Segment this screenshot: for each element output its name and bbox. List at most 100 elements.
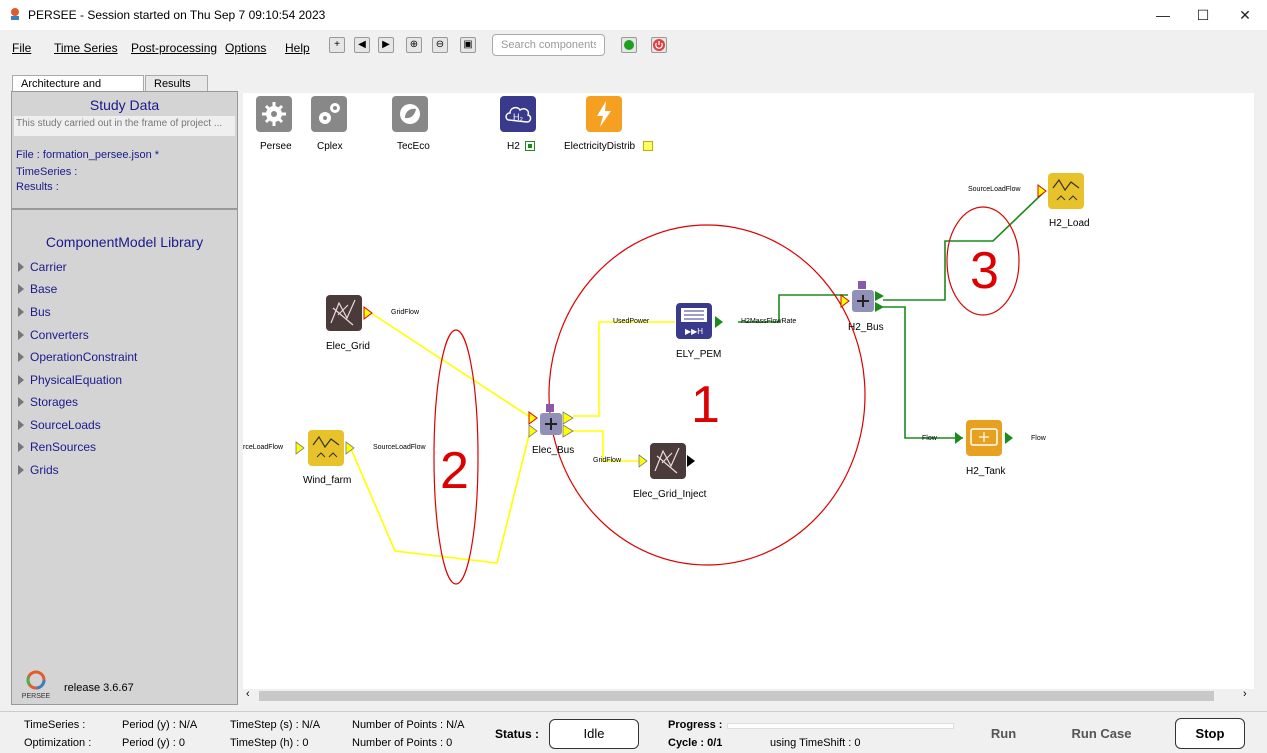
scroll-right-icon[interactable]: › [1243, 688, 1247, 700]
library-item-carrier[interactable]: Carrier [18, 260, 67, 274]
scroll-left-icon[interactable]: ‹ [246, 688, 250, 700]
menu-bar: File Time Series Post-processing Options… [0, 31, 1267, 61]
wire-wind-to-bus[interactable] [350, 430, 531, 564]
expand-arrow-icon [18, 420, 24, 430]
annotation-number-1: 1 [691, 376, 720, 434]
status-bar: TimeSeries : Optimization : Period (y) :… [0, 711, 1267, 753]
library-item-sourceloads[interactable]: SourceLoads [18, 418, 101, 432]
svg-text:▶▶H: ▶▶H [685, 327, 703, 336]
run-case-button[interactable]: Run Case [1071, 726, 1132, 741]
study-timeseries: TimeSeries : [16, 166, 78, 178]
timestep-seconds: TimeStep (s) : N/A [230, 719, 321, 731]
ely-pem-node[interactable]: ▶▶H [676, 303, 723, 339]
electricity-label: ElectricityDistrib [564, 141, 636, 152]
expand-arrow-icon [18, 442, 24, 452]
study-results: Results : [16, 181, 59, 193]
horizontal-scrollbar[interactable]: ‹ › [243, 688, 1254, 703]
menu-file[interactable]: File [12, 41, 32, 55]
menu-post-processing[interactable]: Post-processing [131, 41, 218, 55]
left-panel: Study Data This study carried out in the… [11, 91, 238, 705]
h2-tank-label: H2_Tank [966, 466, 1006, 477]
panel-divider[interactable] [12, 208, 237, 210]
search-components-input[interactable] [492, 34, 605, 56]
elec-grid-inject-label: Elec_Grid_Inject [633, 489, 707, 500]
wire-bus-to-inject[interactable] [573, 430, 645, 462]
study-description[interactable]: This study carried out in the frame of p… [14, 116, 235, 136]
port-label-h2massflowrate: H2MassFlowRate [741, 318, 797, 325]
elec-grid-label: Elec_Grid [326, 341, 370, 352]
elec-grid-node[interactable] [326, 295, 373, 331]
cplex-label: Cplex [317, 141, 343, 152]
maximize-button[interactable]: ☐ [1196, 7, 1210, 23]
next-icon[interactable]: ▶ [378, 37, 394, 53]
expand-arrow-icon [18, 330, 24, 340]
zoom-fit-icon[interactable]: ▣ [460, 37, 476, 53]
close-button[interactable]: ✕ [1239, 7, 1251, 23]
wire-bus-to-ely[interactable] [573, 321, 675, 417]
tececo-label: TecEco [397, 141, 430, 152]
timeshift-value: using TimeShift : 0 [770, 737, 861, 749]
cplex-gears-icon[interactable] [311, 96, 347, 132]
library-item-storages[interactable]: Storages [18, 395, 78, 409]
port-label-flow-out: Flow [1031, 435, 1046, 442]
annotation-number-3: 3 [970, 242, 999, 300]
run-indicator-icon[interactable] [621, 37, 637, 53]
release-version: release 3.6.67 [64, 682, 134, 694]
port-label-gridflow-2: GridFlow [593, 457, 622, 464]
h2-bus-label: H2_Bus [848, 322, 884, 333]
minimize-button[interactable]: — [1156, 7, 1170, 23]
port-label-usedpower: UsedPower [613, 318, 650, 325]
library-item-physicalequation[interactable]: PhysicalEquation [18, 373, 122, 387]
library-item-bus[interactable]: Bus [18, 305, 51, 319]
library-item-converters[interactable]: Converters [18, 328, 89, 342]
wire-h2bus-to-load[interactable] [883, 192, 1044, 301]
wind-farm-node[interactable] [295, 430, 355, 466]
persee-gear-icon[interactable] [256, 96, 292, 132]
h2-bus-node[interactable] [840, 281, 884, 312]
scrollbar-thumb[interactable] [259, 691, 1214, 701]
h2-cloud-icon[interactable]: H₂ [500, 96, 536, 132]
h2-tank-node[interactable] [955, 420, 1013, 456]
window-title: PERSEE - Session started on Thu Sep 7 09… [28, 8, 326, 22]
expand-arrow-icon [18, 465, 24, 475]
menu-options[interactable]: Options [225, 41, 267, 55]
cycle-count: Cycle : 0/1 [668, 737, 723, 749]
library-item-grids[interactable]: Grids [18, 463, 59, 477]
run-button[interactable]: Run [990, 726, 1017, 741]
port-label-gridflow-1: GridFlow [391, 309, 420, 316]
period-ts: Period (y) : N/A [122, 719, 198, 731]
app-icon [11, 8, 19, 20]
power-icon[interactable] [651, 37, 667, 53]
zoom-in-icon[interactable]: ⊕ [406, 37, 422, 53]
wire-ely-to-h2bus[interactable] [738, 294, 848, 323]
tececo-gear-leaf-icon[interactable] [392, 96, 428, 132]
optimization-label: Optimization : [24, 737, 92, 749]
library-item-base[interactable]: Base [18, 282, 57, 296]
wire-h2bus-to-tank[interactable] [883, 306, 963, 439]
library-item-operationconstraint[interactable]: OperationConstraint [18, 350, 137, 364]
h2-color-swatch[interactable] [525, 141, 535, 151]
electricity-color-swatch[interactable] [643, 141, 653, 151]
h2-load-label: H2_Load [1049, 218, 1090, 229]
h2-load-node[interactable] [1037, 173, 1084, 209]
tab-results[interactable]: Results [145, 75, 208, 92]
component-library-title: ComponentModel Library [45, 234, 204, 250]
architecture-canvas[interactable]: ▶▶H [243, 93, 1254, 689]
elec-bus-node[interactable] [528, 404, 574, 438]
menu-help[interactable]: Help [285, 41, 310, 55]
annotation-circle-3 [946, 206, 1020, 316]
electricity-bolt-icon[interactable] [586, 96, 622, 132]
title-bar: PERSEE - Session started on Thu Sep 7 09… [0, 0, 1267, 30]
num-points-opt: Number of Points : 0 [352, 737, 453, 749]
timeseries-label: TimeSeries : [24, 719, 86, 731]
zoom-out-icon[interactable]: ⊖ [432, 37, 448, 53]
elec-grid-inject-node[interactable] [638, 443, 695, 479]
wire-grid-to-bus[interactable] [370, 312, 531, 418]
previous-icon[interactable]: ◀ [354, 37, 370, 53]
add-icon[interactable]: + [329, 37, 345, 53]
menu-time-series[interactable]: Time Series [54, 41, 118, 55]
library-item-rensources[interactable]: RenSources [18, 440, 96, 454]
tab-architecture-and-settings[interactable]: Architecture and Settings [12, 75, 144, 102]
status-value: Idle [549, 719, 639, 749]
stop-button[interactable]: Stop [1175, 718, 1245, 749]
